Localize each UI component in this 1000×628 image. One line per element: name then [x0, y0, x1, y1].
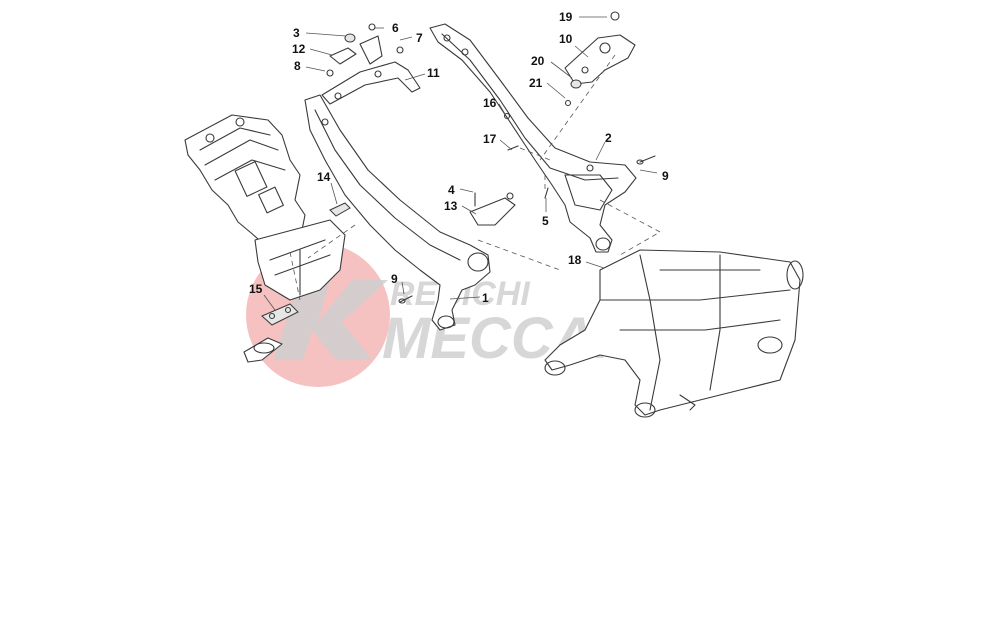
part-1-shape — [304, 94, 491, 331]
callout-9a: 9 — [391, 272, 398, 286]
rear-fender-assembly — [184, 114, 346, 301]
callout-18: 18 — [568, 253, 582, 267]
part-11-shape — [321, 61, 421, 105]
callout-16: 16 — [483, 96, 497, 110]
part-2-shape — [429, 23, 637, 253]
callout-5: 5 — [542, 214, 549, 228]
callout-4: 4 — [448, 183, 455, 197]
part-13-shape — [469, 192, 516, 226]
callout-7: 7 — [416, 31, 423, 45]
part-10-shape — [564, 34, 636, 85]
callout-19: 19 — [559, 10, 573, 24]
callout-21: 21 — [529, 76, 543, 90]
callout-11: 11 — [427, 66, 440, 80]
callout-3: 3 — [293, 26, 300, 40]
callout-8: 8 — [294, 59, 301, 73]
leader-lines — [263, 16, 658, 311]
part-14-shape — [329, 202, 351, 217]
assembly-lines — [289, 54, 661, 301]
callout-20: 20 — [531, 54, 545, 68]
part-12-shape — [329, 33, 383, 65]
part-15-shape — [243, 303, 299, 363]
callout-6: 6 — [392, 21, 399, 35]
callout-13: 13 — [444, 199, 458, 213]
callout-1: 1 — [482, 291, 489, 305]
callout-12: 12 — [292, 42, 306, 56]
callout-2: 2 — [605, 131, 612, 145]
callout-17: 17 — [483, 132, 497, 146]
callout-9b: 9 — [662, 169, 669, 183]
callout-10: 10 — [559, 32, 573, 46]
callouts: 1 2 3 4 5 6 7 8 9 9 10 11 12 13 14 15 16… — [249, 10, 669, 305]
main-frame — [544, 249, 804, 418]
watermark-logo-letter — [273, 280, 388, 360]
callout-14: 14 — [317, 170, 331, 184]
callout-15: 15 — [249, 282, 263, 296]
